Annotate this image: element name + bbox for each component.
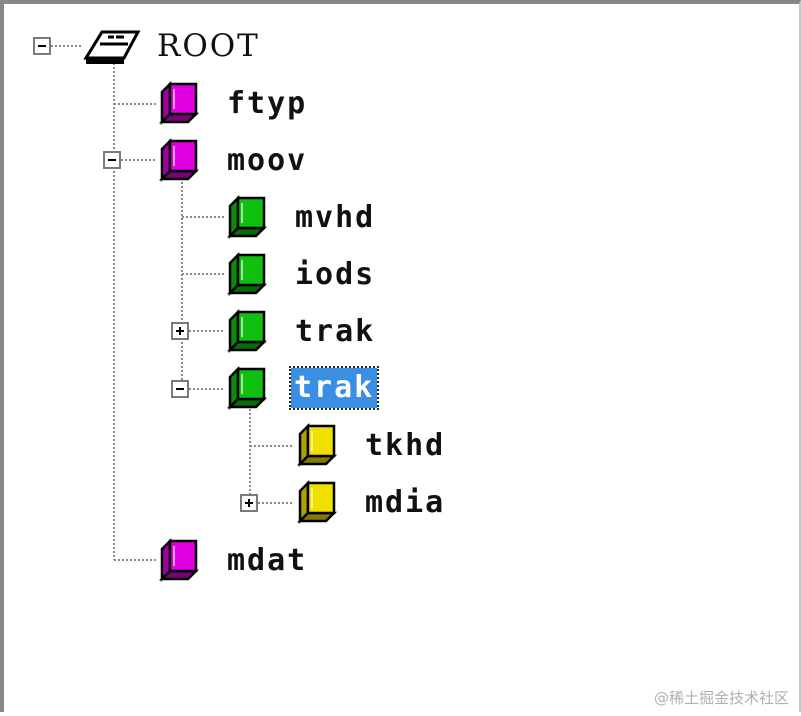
tree-node-trak[interactable]: trak [295, 314, 376, 349]
drive-icon [80, 26, 142, 70]
trak-expand-toggle[interactable] [171, 322, 189, 340]
box-icon-trak [226, 308, 270, 354]
root-collapse-toggle[interactable] [33, 37, 51, 55]
tree-node-moov[interactable]: moov [227, 143, 308, 178]
tree-node-ftyp[interactable]: ftyp [227, 86, 308, 121]
tree-node-tkhd[interactable]: tkhd [365, 428, 446, 463]
box-icon-ftyp [158, 80, 202, 126]
moov-collapse-toggle[interactable] [103, 151, 121, 169]
trak-selected-collapse-toggle[interactable] [171, 380, 189, 398]
box-icon-iods [226, 251, 270, 297]
box-icon-tkhd [296, 422, 340, 468]
root-label[interactable]: ROOT [157, 28, 260, 64]
box-icon-trak-selected [226, 365, 270, 411]
tree-connector-lines [51, 45, 294, 561]
mdia-expand-toggle[interactable] [240, 494, 258, 512]
tree-node-trak-selected[interactable]: trak [288, 366, 380, 410]
box-icon-mdia [296, 479, 340, 525]
box-icon-moov [158, 137, 202, 183]
box-icon-mvhd [226, 194, 270, 240]
box-icon-mdat [158, 537, 202, 583]
watermark-text: @稀土掘金技术社区 [653, 689, 789, 707]
tree-node-mvhd[interactable]: mvhd [295, 200, 376, 235]
tree-node-iods[interactable]: iods [295, 257, 376, 292]
tree-node-mdia[interactable]: mdia [365, 485, 446, 520]
tree-node-mdat[interactable]: mdat [227, 543, 308, 578]
